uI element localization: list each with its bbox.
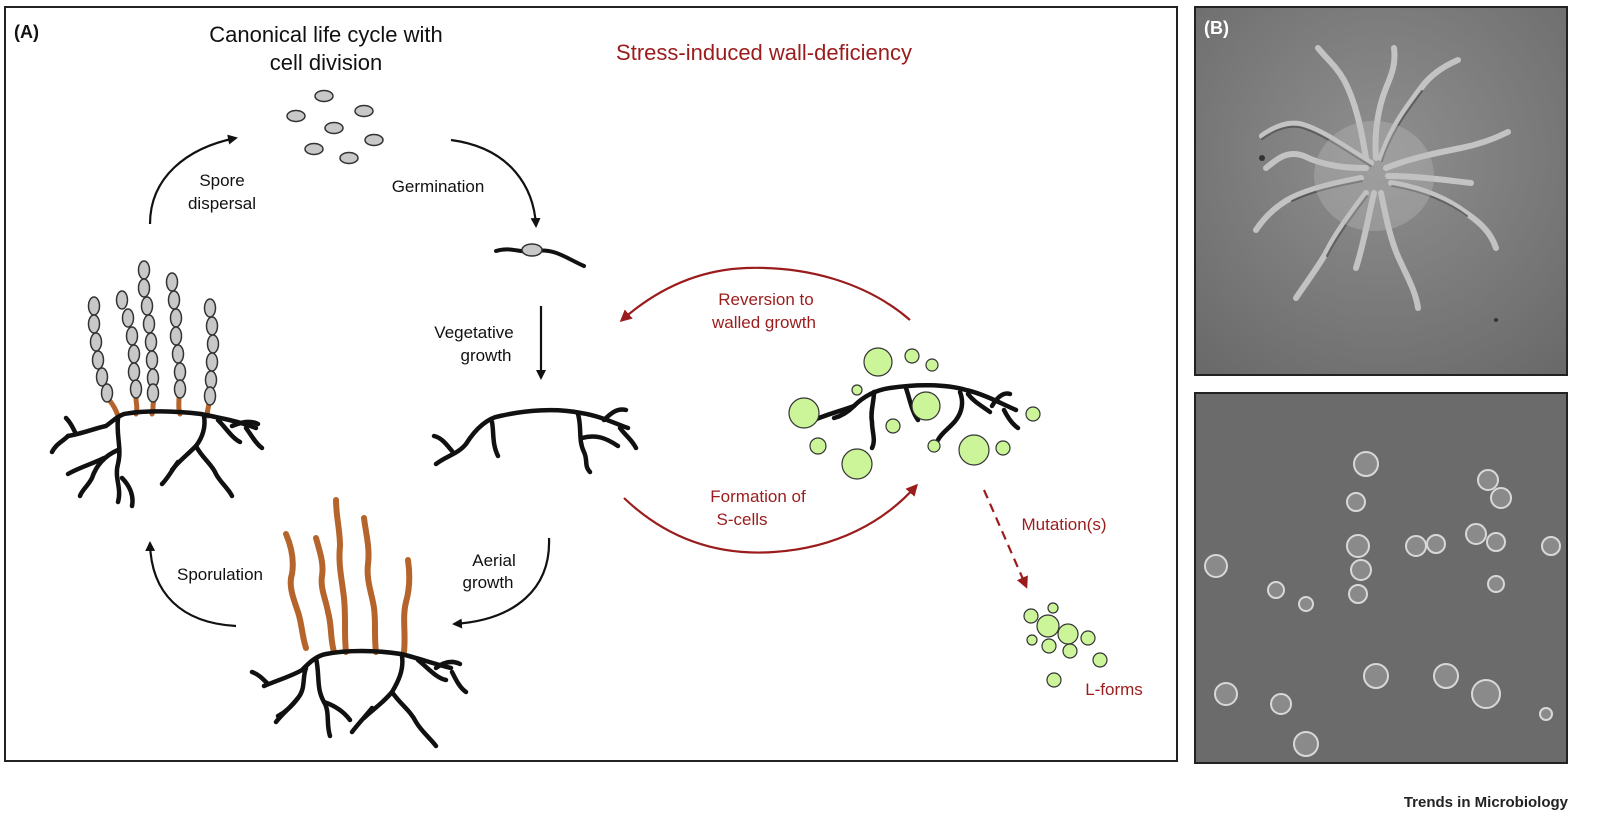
sporulating-mycelium xyxy=(49,409,265,509)
hyphae-network xyxy=(1253,45,1511,311)
label-vegetative: Vegetative xyxy=(434,323,513,342)
label-mutation: Mutation(s) xyxy=(1021,515,1106,534)
journal-credit: Trends in Microbiology xyxy=(1403,794,1568,811)
label-lforms: L-forms xyxy=(1085,680,1143,699)
colony-center xyxy=(1314,121,1434,231)
lforms-cluster xyxy=(1023,602,1108,688)
panel-a-label: (A) xyxy=(14,22,39,42)
label-aerial: Aerial xyxy=(472,551,515,570)
label-germination: Germination xyxy=(392,177,485,196)
label-sporulation: Sporulation xyxy=(177,565,263,584)
arrow-formation xyxy=(623,483,918,554)
label-scells: S-cells xyxy=(716,510,767,529)
arrow-spore-dispersal xyxy=(148,134,238,225)
lform-cells xyxy=(1204,451,1561,757)
label-spore: Spore xyxy=(199,171,244,190)
arrow-reversion xyxy=(619,266,911,322)
arrow-sporulation xyxy=(145,541,237,628)
label-dispersal: dispersal xyxy=(188,194,256,213)
spore-chains xyxy=(87,260,220,406)
canonical-arrows xyxy=(145,134,551,629)
spore-cluster xyxy=(286,89,384,165)
panel-a: (A) Canonical life cycle with cell divis… xyxy=(4,6,1178,762)
label-walled-growth: walled growth xyxy=(711,313,816,332)
stress-arrows xyxy=(619,266,1028,589)
micrograph-mycelium: (B) xyxy=(1194,6,1568,376)
aerial-colony xyxy=(249,497,469,749)
vegetative-mycelium xyxy=(431,407,639,475)
stress-title: Stress-induced wall-deficiency xyxy=(616,40,912,65)
label-reversion: Reversion to xyxy=(718,290,813,309)
arrow-aerial xyxy=(452,537,551,629)
label-vegetative-growth: growth xyxy=(460,346,511,365)
arrow-germination xyxy=(450,138,541,228)
aerial-mycelium xyxy=(249,648,469,749)
life-cycle-diagram: (A) Canonical life cycle with cell divis… xyxy=(14,22,1143,749)
label-formation: Formation of xyxy=(710,487,806,506)
scell-colony xyxy=(788,347,1041,480)
germinating-spore xyxy=(494,243,586,268)
s-cells xyxy=(788,347,1041,480)
panel-b-label: (B) xyxy=(1204,18,1229,38)
micrograph-lforms xyxy=(1194,392,1568,764)
label-aerial-growth: growth xyxy=(462,573,513,592)
canonical-title-line2: cell division xyxy=(270,50,383,75)
canonical-title-line1: Canonical life cycle with xyxy=(209,22,443,47)
arrow-mutation xyxy=(982,489,1028,589)
sporulating-colony xyxy=(49,260,265,509)
